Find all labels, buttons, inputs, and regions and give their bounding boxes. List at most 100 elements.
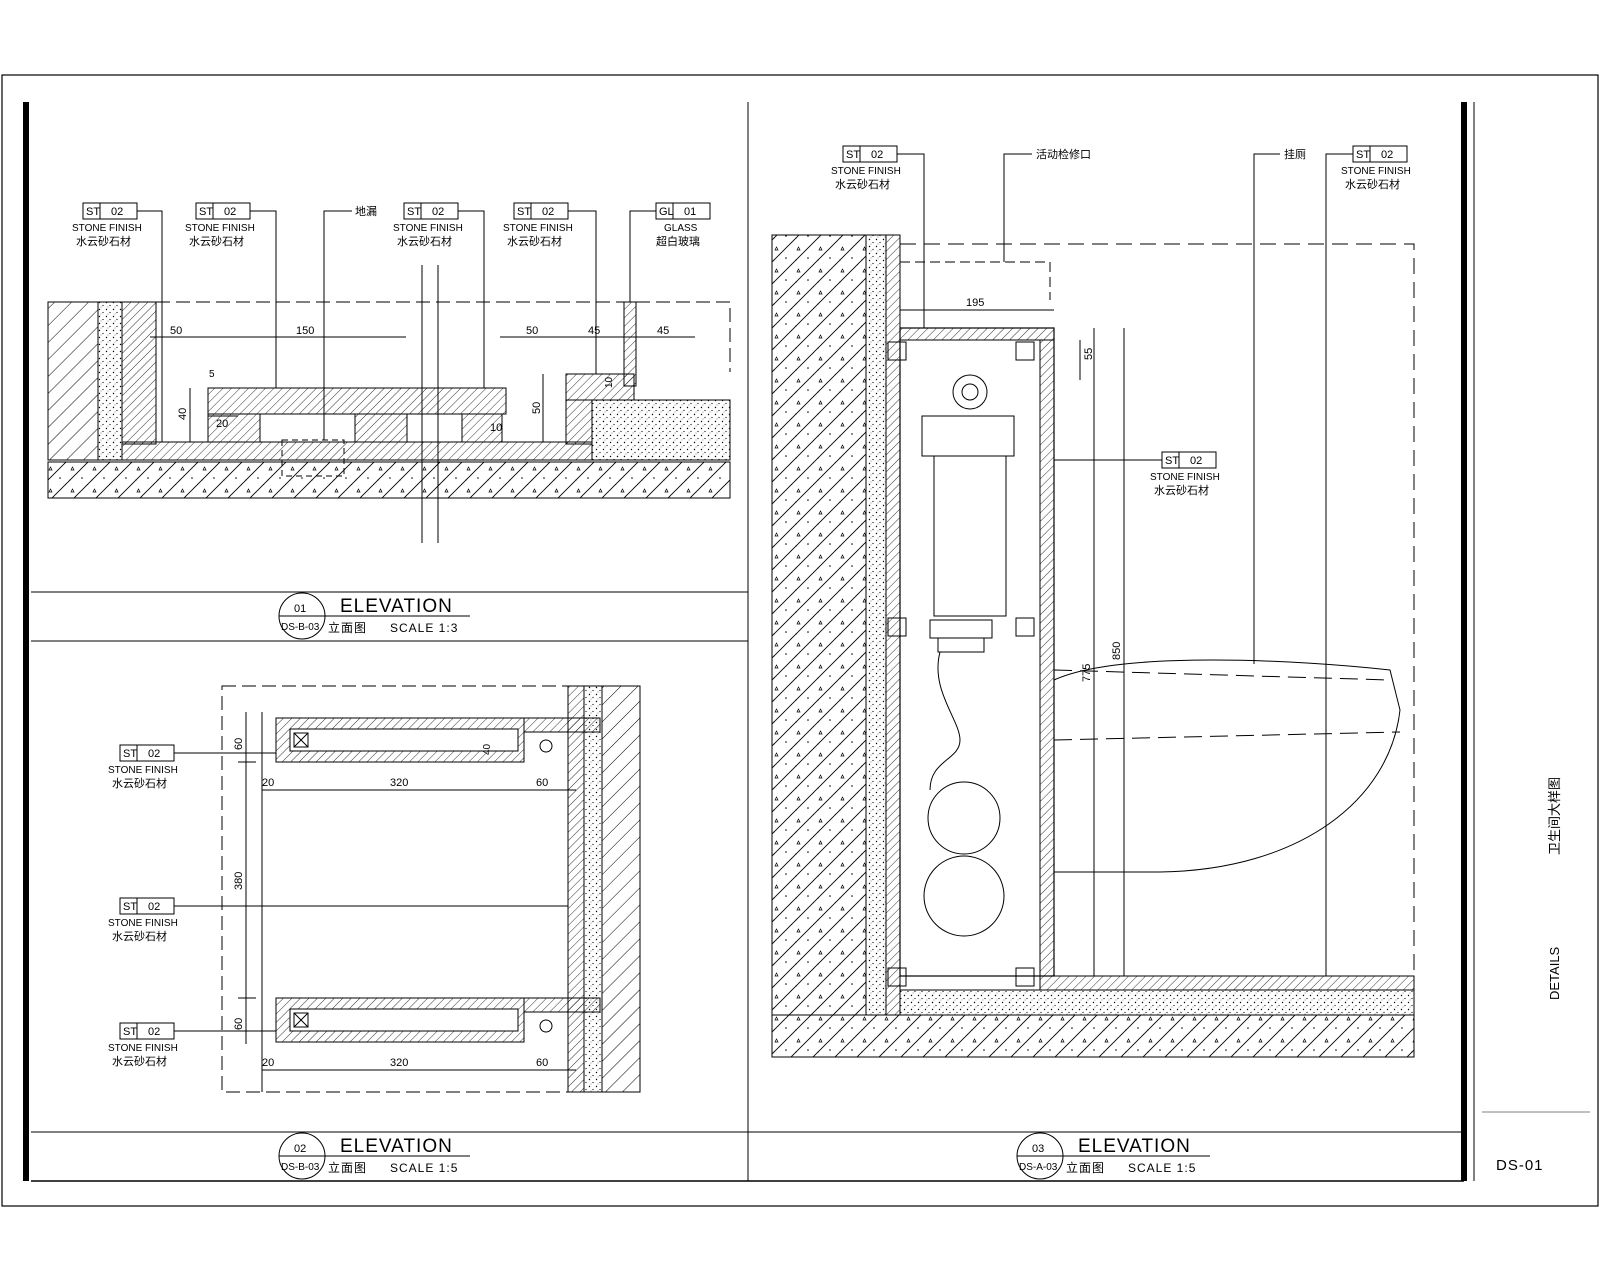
svg-text:02: 02 <box>148 901 160 913</box>
svg-text:02: 02 <box>1190 455 1202 467</box>
dim-v2-j: 60 <box>536 1057 548 1069</box>
view-01-number: 01 <box>294 603 306 615</box>
svg-text:ST: ST <box>407 206 421 218</box>
view-01-ref: DS-B-03 <box>281 622 320 633</box>
dim-v1-e: 45 <box>657 325 669 337</box>
svg-text:ST: ST <box>86 206 100 218</box>
view-03-dimensions: 195 55 850 775 <box>966 297 1123 682</box>
material-tag-st02: ST 02 STONE FINISH 水云砂石材 <box>831 145 925 328</box>
svg-text:02: 02 <box>1381 149 1393 161</box>
dim-v2-a: 60 <box>233 738 245 750</box>
dim-v3-c: 850 <box>1111 642 1123 660</box>
dim-v1-i: 50 <box>531 402 543 414</box>
svg-text:STONE FINISH: STONE FINISH <box>185 223 255 234</box>
view-01-dimensions: 50 150 50 45 45 40 20 10 50 5 10 <box>170 325 669 434</box>
svg-text:水云砂石材: 水云砂石材 <box>397 234 452 248</box>
svg-text:ST: ST <box>1165 455 1179 467</box>
svg-text:STONE FINISH: STONE FINISH <box>1341 166 1411 177</box>
view-01-title: 01 DS-B-03 ELEVATION 立面图 SCALE 1:3 <box>278 592 470 640</box>
dim-v1-d: 45 <box>588 325 600 337</box>
vertical-title-cn: 卫生间大样图 <box>1547 777 1562 855</box>
dim-v1-f: 40 <box>177 408 189 420</box>
view-03-cn: 立面图 <box>1066 1160 1105 1175</box>
svg-text:地漏: 地漏 <box>355 205 377 218</box>
note-access-panel: 活动检修口 <box>1003 147 1091 262</box>
view-02-number: 02 <box>294 1143 306 1155</box>
svg-text:水云砂石材: 水云砂石材 <box>112 776 167 790</box>
svg-text:STONE FINISH: STONE FINISH <box>72 223 142 234</box>
view-03-drawing <box>771 234 1415 1058</box>
sheet-frame <box>1 74 1599 1207</box>
svg-text:水云砂石材: 水云砂石材 <box>112 1054 167 1068</box>
view-01-tags: ST 02 STONE FINISH 水云砂石材 ST 02 STONE FIN… <box>72 202 711 442</box>
dim-v2-b: 40 <box>482 743 493 755</box>
view-02-title: 02 DS-B-03 ELEVATION 立面图 SCALE 1:5 <box>278 1132 470 1180</box>
sheet-number: DS-01 <box>1496 1157 1544 1174</box>
svg-text:GLASS: GLASS <box>664 223 698 234</box>
svg-text:水云砂石材: 水云砂石材 <box>76 234 131 248</box>
view-03-scale: SCALE 1:5 <box>1128 1161 1196 1175</box>
svg-text:02: 02 <box>111 206 123 218</box>
dim-v3-d: 775 <box>1081 664 1093 682</box>
material-tag-st02: ST 02 STONE FINISH 水云砂石材 <box>393 202 485 388</box>
svg-text:ST: ST <box>199 206 213 218</box>
svg-text:ST: ST <box>123 748 137 760</box>
view-02-ref: DS-B-03 <box>281 1162 320 1173</box>
svg-text:02: 02 <box>148 748 160 760</box>
svg-text:STONE FINISH: STONE FINISH <box>503 223 573 234</box>
view-03-tags: ST 02 STONE FINISH 水云砂石材 活动检修口 挂厕 ST 02 … <box>831 145 1411 976</box>
view-03-title: 03 DS-A-03 ELEVATION 立面图 SCALE 1:5 <box>1016 1132 1210 1180</box>
vertical-title-en: DETAILS <box>1547 946 1562 1000</box>
material-tag-st02: ST 02 STONE FINISH 水云砂石材 <box>1054 451 1220 497</box>
dim-v2-d: 320 <box>390 777 408 789</box>
dim-v2-h: 20 <box>262 1057 274 1069</box>
material-tag-st02: ST 02 STONE FINISH 水云砂石材 <box>185 202 277 388</box>
material-tag-st02: ST 02 STONE FINISH 水云砂石材 <box>1325 145 1411 976</box>
svg-text:水云砂石材: 水云砂石材 <box>189 234 244 248</box>
dim-v1-j: 5 <box>209 369 215 380</box>
dim-v3-a: 195 <box>966 297 984 309</box>
svg-text:超白玻璃: 超白玻璃 <box>656 234 700 248</box>
svg-text:GL: GL <box>659 206 674 218</box>
svg-text:水云砂石材: 水云砂石材 <box>835 177 890 191</box>
view-02-scale: SCALE 1:5 <box>390 1161 458 1175</box>
svg-text:ST: ST <box>846 149 860 161</box>
svg-text:02: 02 <box>148 1026 160 1038</box>
svg-text:水云砂石材: 水云砂石材 <box>1345 177 1400 191</box>
dim-v2-e: 60 <box>536 777 548 789</box>
dim-v2-c: 20 <box>262 777 274 789</box>
view-03-ref: DS-A-03 <box>1019 1162 1058 1173</box>
svg-text:02: 02 <box>224 206 236 218</box>
view-01-scale: SCALE 1:3 <box>390 621 458 635</box>
svg-text:挂厕: 挂厕 <box>1284 147 1306 161</box>
view-03-title-text: ELEVATION <box>1078 1136 1191 1157</box>
svg-text:02: 02 <box>542 206 554 218</box>
view-02-title-text: ELEVATION <box>340 1136 453 1157</box>
svg-text:02: 02 <box>871 149 883 161</box>
material-tag-st02: ST 02 STONE FINISH 水云砂石材 <box>108 1022 276 1068</box>
svg-text:水云砂石材: 水云砂石材 <box>1154 483 1209 497</box>
material-tag-st02: ST 02 STONE FINISH 水云砂石材 <box>108 897 568 943</box>
dim-v1-h: 10 <box>490 422 502 434</box>
view-01-drawing <box>47 265 731 543</box>
dim-v1-c: 50 <box>526 325 538 337</box>
view-01-title-text: ELEVATION <box>340 596 453 617</box>
dim-v1-k: 10 <box>604 376 615 388</box>
material-tag-st02: ST 02 STONE FINISH 水云砂石材 <box>503 202 597 374</box>
svg-text:活动检修口: 活动检修口 <box>1036 147 1091 161</box>
svg-text:ST: ST <box>123 901 137 913</box>
view-02-drawing <box>221 685 641 1093</box>
view-03-number: 03 <box>1032 1143 1044 1155</box>
svg-text:STONE FINISH: STONE FINISH <box>108 765 178 776</box>
svg-text:水云砂石材: 水云砂石材 <box>112 929 167 943</box>
dim-v3-b: 55 <box>1083 348 1095 360</box>
svg-text:水云砂石材: 水云砂石材 <box>507 234 562 248</box>
svg-text:STONE FINISH: STONE FINISH <box>393 223 463 234</box>
dim-v1-g: 20 <box>216 418 228 430</box>
svg-text:STONE FINISH: STONE FINISH <box>108 1043 178 1054</box>
svg-text:ST: ST <box>517 206 531 218</box>
svg-text:STONE FINISH: STONE FINISH <box>1150 472 1220 483</box>
note-drain: 地漏 <box>323 205 377 440</box>
svg-text:ST: ST <box>1356 149 1370 161</box>
